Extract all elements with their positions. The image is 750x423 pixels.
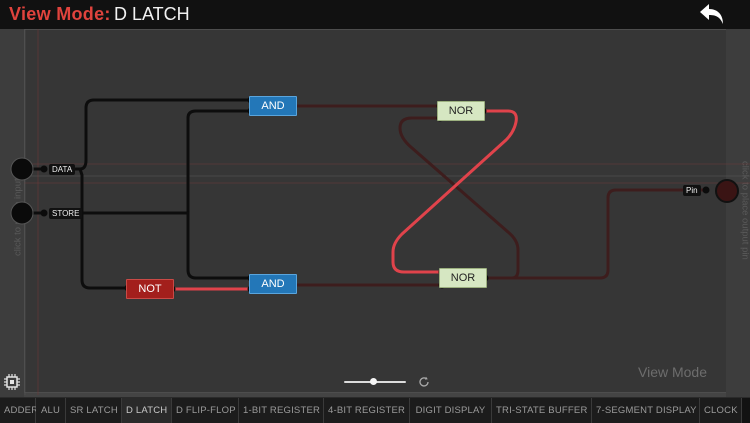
circuit-board[interactable]	[24, 29, 728, 393]
nor-gate-bottom[interactable]: NOR	[439, 268, 487, 288]
tab-alu[interactable]: ALU	[36, 398, 66, 423]
tab-d-flip-flop[interactable]: D FLIP-FLOP	[172, 398, 239, 423]
wire-nor-bottom-feedback	[398, 116, 520, 280]
view-mode-watermark: View Mode	[638, 364, 708, 380]
canvas-area[interactable]	[0, 29, 750, 397]
output-pin	[715, 179, 739, 203]
wire-data-and-top	[70, 98, 252, 171]
pin-dot	[40, 209, 48, 217]
input-label-store: STORE	[49, 208, 83, 219]
not-gate[interactable]: NOT	[126, 279, 174, 299]
input-label-data: DATA	[49, 164, 76, 175]
tab-clock[interactable]: CLOCK	[700, 398, 742, 423]
tab-4-bit-register[interactable]: 4-BIT REGISTER	[324, 398, 410, 423]
zoom-slider-thumb[interactable]	[370, 378, 378, 385]
tab-tri-state-buffer[interactable]: TRI-STATE BUFFER	[492, 398, 592, 423]
wire-nor-top-feedback	[391, 109, 518, 274]
circuit-tab-bar: ADDER ALU SR LATCH D LATCH D FLIP-FLOP 1…	[0, 397, 750, 423]
tab-7-segment-display[interactable]: 7-SEGMENT DISPLAY	[592, 398, 700, 423]
pin-dot	[702, 186, 710, 194]
wire-store-and-top	[78, 109, 252, 215]
wire-data-not	[78, 167, 130, 290]
tab-sr-latch[interactable]: SR LATCH	[66, 398, 122, 423]
output-rail[interactable]	[726, 29, 750, 397]
chip-icon[interactable]	[3, 373, 21, 391]
input-pin-store	[10, 201, 34, 225]
back-arrow-icon[interactable]	[696, 1, 730, 28]
input-pin-data	[10, 157, 34, 181]
output-label-pin: Pin	[683, 185, 701, 196]
reset-view-icon[interactable]	[418, 376, 430, 388]
output-rail-hint: click to place output pin	[739, 160, 750, 260]
wire-store-and-bottom	[186, 211, 252, 280]
tab-adder[interactable]: ADDER	[0, 398, 38, 423]
wire-output	[484, 188, 707, 280]
nor-gate-top[interactable]: NOR	[437, 101, 485, 121]
zoom-slider[interactable]	[344, 378, 406, 385]
tab-digit-display[interactable]: DIGIT DISPLAY	[410, 398, 492, 423]
tab-1-bit-register[interactable]: 1-BIT REGISTER	[239, 398, 324, 423]
circuit-name: D LATCH	[114, 4, 190, 24]
top-bar: View Mode: D LATCH	[0, 0, 750, 30]
and-gate-top[interactable]: AND	[249, 96, 297, 116]
and-gate-bottom[interactable]: AND	[249, 274, 297, 294]
tab-d-latch[interactable]: D LATCH	[122, 398, 172, 423]
mode-label: View Mode:	[9, 4, 111, 24]
pin-dot	[40, 165, 48, 173]
